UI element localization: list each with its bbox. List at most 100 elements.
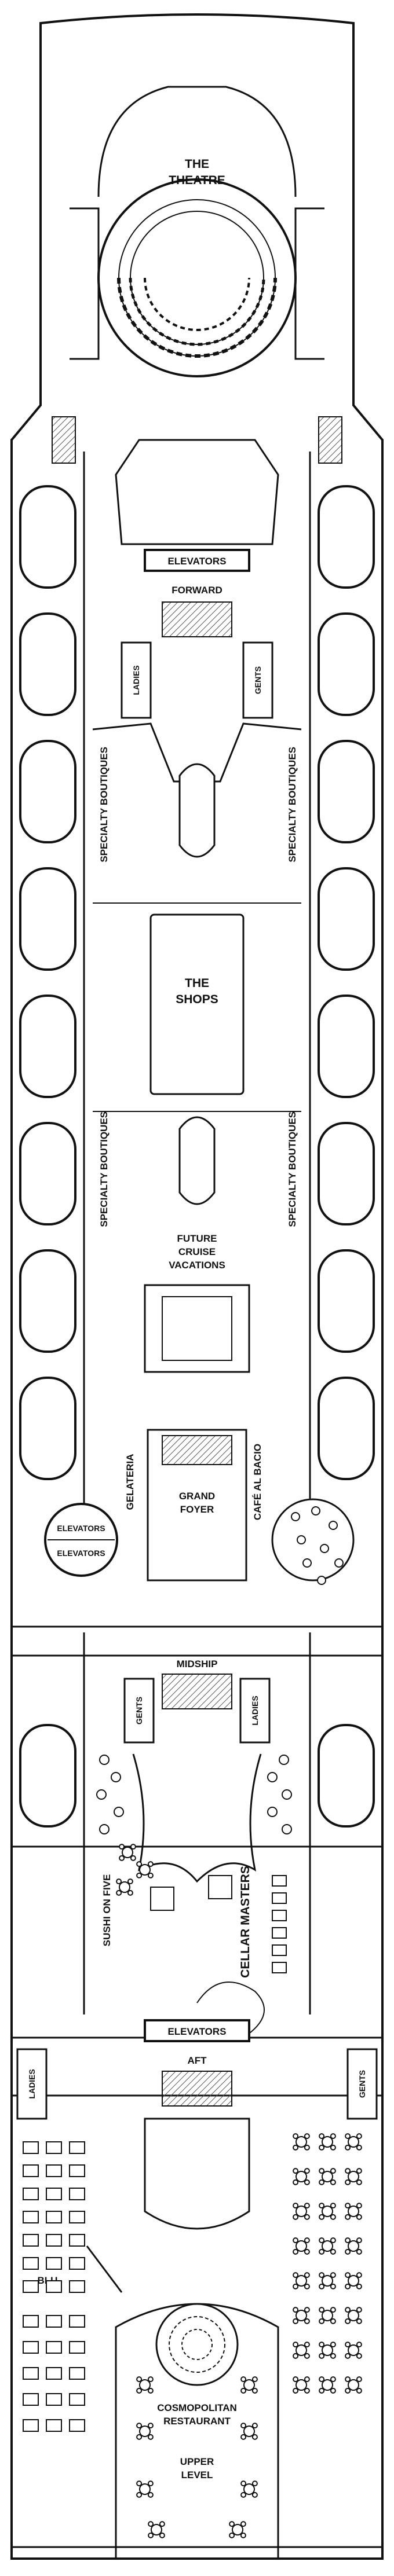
- seat-circle: [293, 2214, 299, 2220]
- seat-circle: [322, 2240, 333, 2252]
- seat-circle: [330, 2307, 336, 2313]
- table-rect: [23, 2315, 39, 2328]
- table-rect: [46, 2393, 62, 2406]
- seat-circle: [240, 2434, 247, 2440]
- seat-circle: [240, 2480, 247, 2487]
- seat-circle: [136, 2387, 143, 2394]
- seat-circle: [240, 2532, 246, 2538]
- seat-circle: [267, 1772, 278, 1782]
- seat-circle: [330, 2248, 336, 2255]
- seat-circle: [330, 2203, 336, 2209]
- seat-circle: [296, 2171, 307, 2182]
- ladies-midship-label: LADIES: [250, 1696, 260, 1725]
- seat-circle: [345, 2237, 351, 2244]
- cafe-al-bacio-label: CAFÉ AL BACIO: [252, 1444, 263, 1520]
- seat-circle: [345, 2168, 351, 2174]
- seat-circle: [304, 2387, 310, 2394]
- theatre: THE THEATRE: [52, 86, 342, 464]
- the-shops-label-1: THE: [185, 977, 209, 990]
- table-rect: [23, 2393, 39, 2406]
- seat-circle: [267, 1807, 278, 1817]
- seat-circle: [136, 1861, 143, 1867]
- seat-circle: [319, 2248, 325, 2255]
- seat-circle: [279, 1755, 289, 1765]
- glass-elevators-label-1: ELEVATORS: [57, 1524, 105, 1533]
- future-cruise-label-3: VACATIONS: [169, 1260, 225, 1271]
- seat-circle: [251, 2491, 258, 2498]
- table-rect: [46, 2367, 62, 2380]
- seat-circle: [345, 2353, 351, 2359]
- seat-circle: [304, 2144, 310, 2151]
- seat-circle: [147, 2480, 154, 2487]
- table-rect: [23, 2188, 39, 2200]
- seat-circle: [136, 2423, 143, 2429]
- table-rect: [23, 2419, 39, 2432]
- promenade-walls: [12, 452, 382, 2097]
- seat-circle: [304, 2203, 310, 2209]
- seat-circle: [240, 2491, 247, 2498]
- seat-circle: [356, 2203, 362, 2209]
- forward-lobby: ELEVATORS FORWARD LADIES GENTS: [115, 439, 279, 719]
- seat-circle: [293, 2353, 299, 2359]
- seat-circle: [330, 2318, 336, 2324]
- seat-circle: [345, 2144, 351, 2151]
- seat-circle: [330, 2353, 336, 2359]
- table-rect: [69, 2164, 85, 2177]
- seat-circle: [251, 2387, 258, 2394]
- seat-circle: [356, 2248, 362, 2255]
- seat-circle: [345, 2248, 351, 2255]
- seat-circle: [322, 2171, 333, 2182]
- seat-circle: [119, 1844, 125, 1850]
- table-rect: [69, 2188, 85, 2200]
- seat-circle: [322, 2275, 333, 2287]
- seat-circle: [320, 1544, 329, 1553]
- seat-circle: [319, 2318, 325, 2324]
- seat-circle: [304, 2168, 310, 2174]
- seat-circle: [304, 2283, 310, 2289]
- seat-circle: [136, 1872, 143, 1878]
- table-rect: [46, 2341, 62, 2354]
- seat-circle: [127, 1878, 133, 1885]
- seat-circle: [330, 2272, 336, 2278]
- seat-circle: [329, 1521, 338, 1530]
- future-cruise-label-1: FUTURE: [177, 1233, 217, 1244]
- seat-circle: [243, 2425, 255, 2437]
- seat-circle: [319, 2283, 325, 2289]
- seat-circle: [304, 2248, 310, 2255]
- grand-foyer-label-2: FOYER: [180, 1504, 214, 1515]
- seat-circle: [345, 2283, 351, 2289]
- seat-circle: [322, 2379, 333, 2391]
- table-rect: [46, 2211, 62, 2223]
- seat-circle: [356, 2237, 362, 2244]
- seat-circle: [330, 2144, 336, 2151]
- midship-label: MIDSHIP: [177, 1658, 218, 1669]
- seat-circle: [293, 2387, 299, 2394]
- sushi-on-five-label: SUSHI ON FIVE: [101, 1874, 112, 1947]
- seat-circle: [345, 2318, 351, 2324]
- seat-circle: [296, 2136, 307, 2148]
- seat-circle: [348, 2136, 359, 2148]
- table-rect: [23, 2234, 39, 2247]
- seat-circle: [119, 1881, 130, 1893]
- seat-circle: [304, 2307, 310, 2313]
- seat-circle: [334, 1558, 344, 1568]
- seat-circle: [348, 2240, 359, 2252]
- table-rect: [46, 2257, 62, 2270]
- seat-circle: [322, 2136, 333, 2148]
- seat-circle: [99, 1755, 110, 1765]
- seat-circle: [319, 2342, 325, 2348]
- seat-circle: [345, 2133, 351, 2140]
- seat-circle: [297, 1535, 306, 1544]
- seat-circle: [319, 2353, 325, 2359]
- table-rect: [23, 2211, 39, 2223]
- table-rect: [69, 2367, 85, 2380]
- theatre-label-1: THE: [185, 157, 209, 171]
- seat-circle: [330, 2168, 336, 2174]
- seat-circle: [293, 2307, 299, 2313]
- upper-level-label-1: UPPER: [180, 2456, 214, 2467]
- seat-circle: [319, 2214, 325, 2220]
- seat-circle: [304, 2272, 310, 2278]
- seat-circle: [296, 2206, 307, 2217]
- seat-circle: [304, 2179, 310, 2185]
- seat-circle: [251, 2423, 258, 2429]
